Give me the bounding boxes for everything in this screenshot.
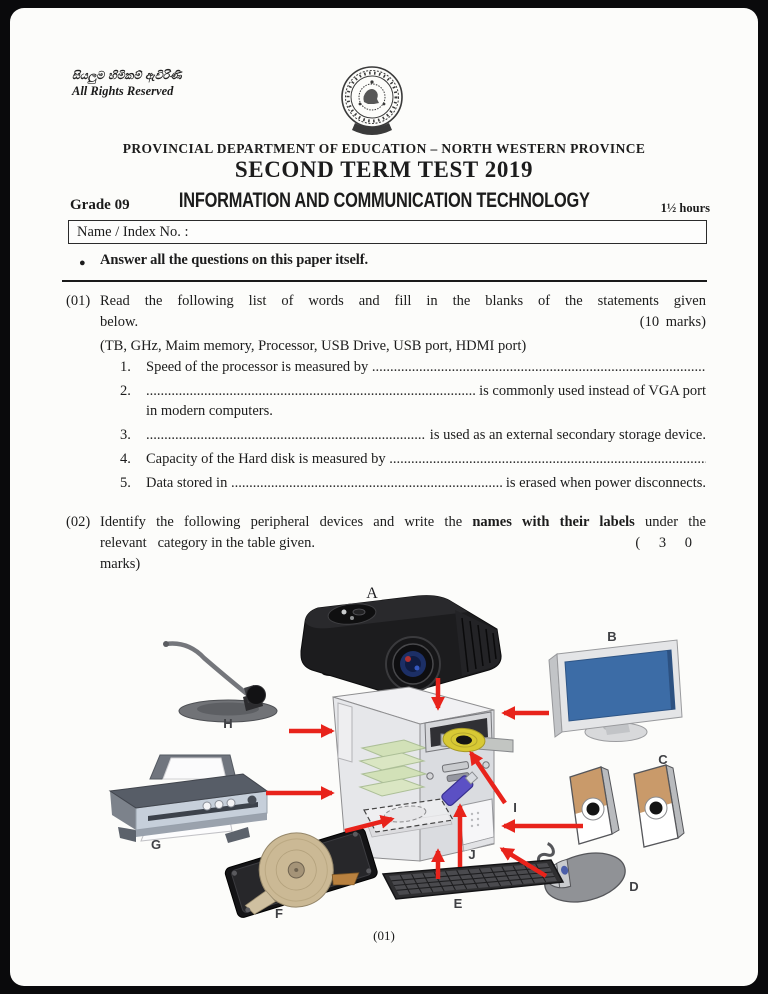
projector-illustration: [300, 595, 502, 698]
logo-pedestal: [352, 123, 392, 135]
question-blank-item: 3.......................................…: [120, 425, 706, 445]
item-number: 5.: [120, 475, 131, 491]
item-text: Data stored in: [146, 475, 231, 491]
name-index-label: Name / Index No. :: [77, 224, 189, 240]
q02-line1-bold: names with their labels: [472, 514, 635, 530]
speakers-illustration: [569, 764, 685, 848]
page-number: (01): [373, 928, 395, 943]
label-printer: G: [151, 837, 161, 852]
circuit-boards-illustration: [358, 739, 428, 797]
microphone-illustration: [163, 641, 278, 723]
label-cd: I: [513, 800, 517, 815]
cd-disc: [442, 727, 486, 753]
answer-blank-dots: ........................................…: [371, 359, 706, 375]
question-02: (02) Identify the following peripheral d…: [66, 512, 706, 575]
printer-illustration: [108, 754, 269, 843]
cd-drive-illustration: [424, 711, 514, 753]
department-line: PROVINCIAL DEPARTMENT OF EDUCATION – NOR…: [122, 141, 646, 156]
item-number: 4.: [120, 451, 131, 467]
question-02-number: (02): [66, 514, 91, 530]
duration-label: 1½ hours: [660, 201, 710, 215]
arrow-mouse-to-case: [499, 847, 548, 878]
item-text: is commonly used instead of VGA port: [475, 383, 706, 399]
item-text: is used as an external secondary storage…: [426, 427, 706, 443]
bullet-icon: ●: [79, 257, 86, 269]
question-01-marks: (10 marks): [639, 314, 706, 330]
item-text-line2: in modern computers.: [146, 403, 273, 419]
label-speakers: C: [658, 752, 668, 767]
question-01-number: (01): [66, 293, 91, 309]
answer-blank-dots: ........................................…: [389, 451, 706, 467]
label-pen-drive: J: [468, 847, 475, 862]
monitor-illustration: [548, 639, 683, 742]
subject-title-wrap: INFORMATION AND COMMUNICATION TECHNOLOGY: [0, 189, 768, 213]
hard-disk-illustration: [224, 827, 378, 918]
answer-blank-dots: ........................................…: [146, 383, 475, 399]
label-keyboard: E: [454, 896, 463, 911]
connection-arrows: [266, 678, 583, 879]
pen-drive-illustration: [441, 771, 479, 807]
question-02-text-line2: relevant category in the table given.: [100, 535, 315, 551]
label-projector: A: [366, 585, 378, 602]
case-vent-panel: [337, 702, 353, 763]
system-unit-illustration: [332, 686, 514, 862]
logo-emblem-figure: [363, 89, 379, 104]
power-supply-box: [458, 798, 495, 852]
question-02-marks: ( 3 0: [635, 535, 692, 551]
q02-line1-post: under the: [634, 514, 706, 530]
keyboard-illustration: [381, 859, 565, 900]
question-blank-item: 1.Speed of the processor is measured by …: [120, 357, 706, 377]
question-02-text-line1: Identify the following peripheral device…: [100, 512, 706, 533]
item-number: 3.: [120, 427, 131, 443]
question-01: (01) Read the following list of words an…: [66, 291, 706, 333]
grade-label: Grade 09: [70, 197, 130, 213]
label-mouse: D: [629, 879, 638, 894]
name-index-field: Name / Index No. :: [68, 220, 707, 244]
question-blank-item: 2.......................................…: [120, 381, 706, 421]
q02-line1-pre: Identify the following peripheral device…: [100, 514, 473, 530]
arrow-to-cd: [469, 750, 507, 805]
item-text: Speed of the processor is measured by: [146, 359, 372, 375]
label-monitor: B: [607, 629, 616, 644]
peripheral-devices-diagram: A B C D E F G H I J: [108, 585, 685, 921]
instruction-line: Answer all the questions on this paper i…: [100, 252, 368, 268]
question-01-items: 1.Speed of the processor is measured by …: [120, 357, 706, 497]
copyright-english: All Rights Reserved: [72, 84, 174, 98]
department-logo: [341, 66, 403, 135]
question-02-marks-cont: marks): [100, 556, 141, 572]
answer-blank-dots: ........................................…: [230, 475, 503, 491]
item-number: 1.: [120, 359, 131, 375]
label-microphone: H: [223, 716, 232, 731]
question-blank-item: 4. Capacity of the Hard disk is measured …: [120, 449, 706, 469]
label-hard-disk: F: [275, 906, 283, 921]
answer-blank-dots: ........................................…: [146, 427, 426, 443]
item-number: 2.: [120, 383, 131, 399]
arrow-to-internal-hard-disk: [344, 815, 395, 834]
word-bank: (TB, GHz, Maim memory, Processor, USB Dr…: [100, 338, 527, 354]
question-01-text-line1: Read the following list of words and fil…: [100, 293, 706, 309]
exam-title: SECOND TERM TEST 2019: [234, 157, 534, 182]
horizontal-rule: [62, 280, 707, 283]
copyright-sinhala: සියලුම හිමිකම් ඇවිරිණි: [72, 69, 182, 82]
question-01-text-line2: below.: [100, 314, 139, 330]
item-text: Capacity of the Hard disk is measured by: [146, 451, 390, 467]
item-text: is erased when power disconnects.: [502, 475, 706, 491]
subject-title: INFORMATION AND COMMUNICATION TECHNOLOGY: [178, 189, 590, 212]
question-blank-item: 5. Data stored in .......................…: [120, 473, 706, 493]
